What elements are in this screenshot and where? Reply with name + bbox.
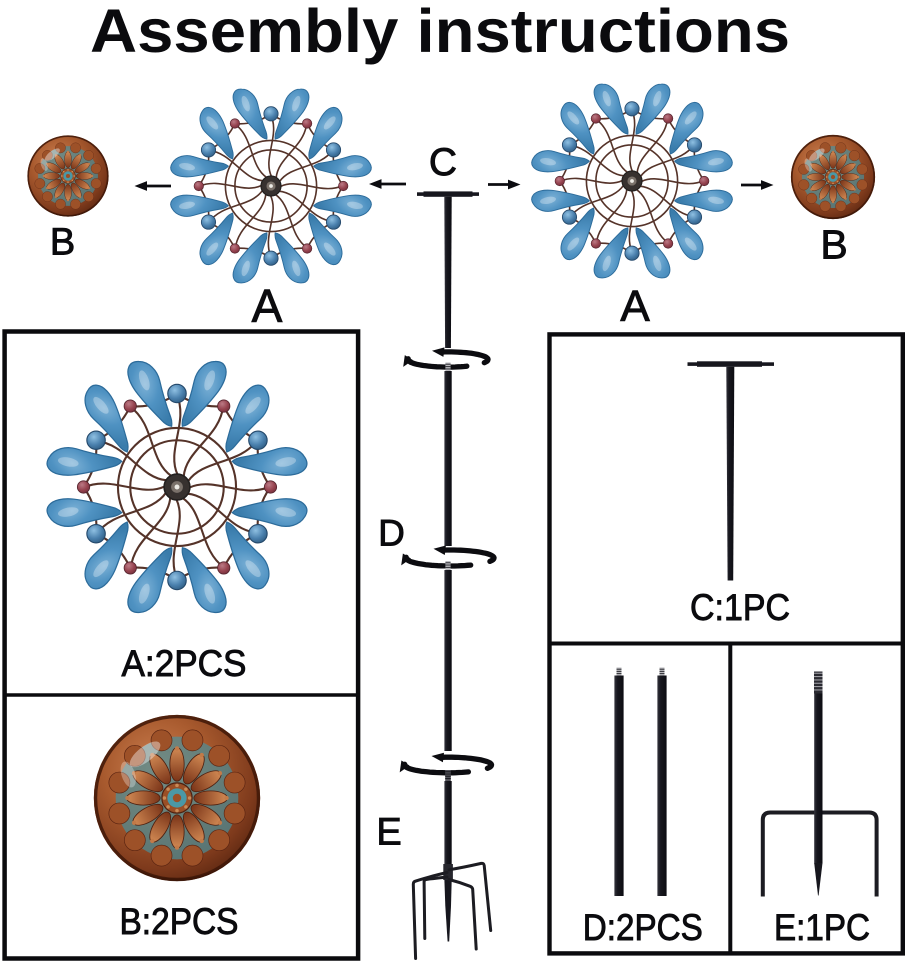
svg-text:D:2PCS: D:2PCS xyxy=(583,907,703,948)
svg-text:A: A xyxy=(252,280,283,332)
svg-text:C: C xyxy=(429,141,457,184)
svg-text:A:2PCS: A:2PCS xyxy=(122,643,247,684)
svg-text:B: B xyxy=(50,222,75,264)
svg-text:B: B xyxy=(820,222,847,268)
svg-text:B:2PCS: B:2PCS xyxy=(120,901,239,942)
svg-text:A: A xyxy=(620,282,650,331)
svg-text:E: E xyxy=(376,812,401,854)
svg-text:C:1PC: C:1PC xyxy=(690,587,790,628)
svg-text:Assembly instructions: Assembly instructions xyxy=(90,0,790,65)
svg-text:D: D xyxy=(378,513,405,554)
svg-text:E:1PC: E:1PC xyxy=(774,907,870,948)
